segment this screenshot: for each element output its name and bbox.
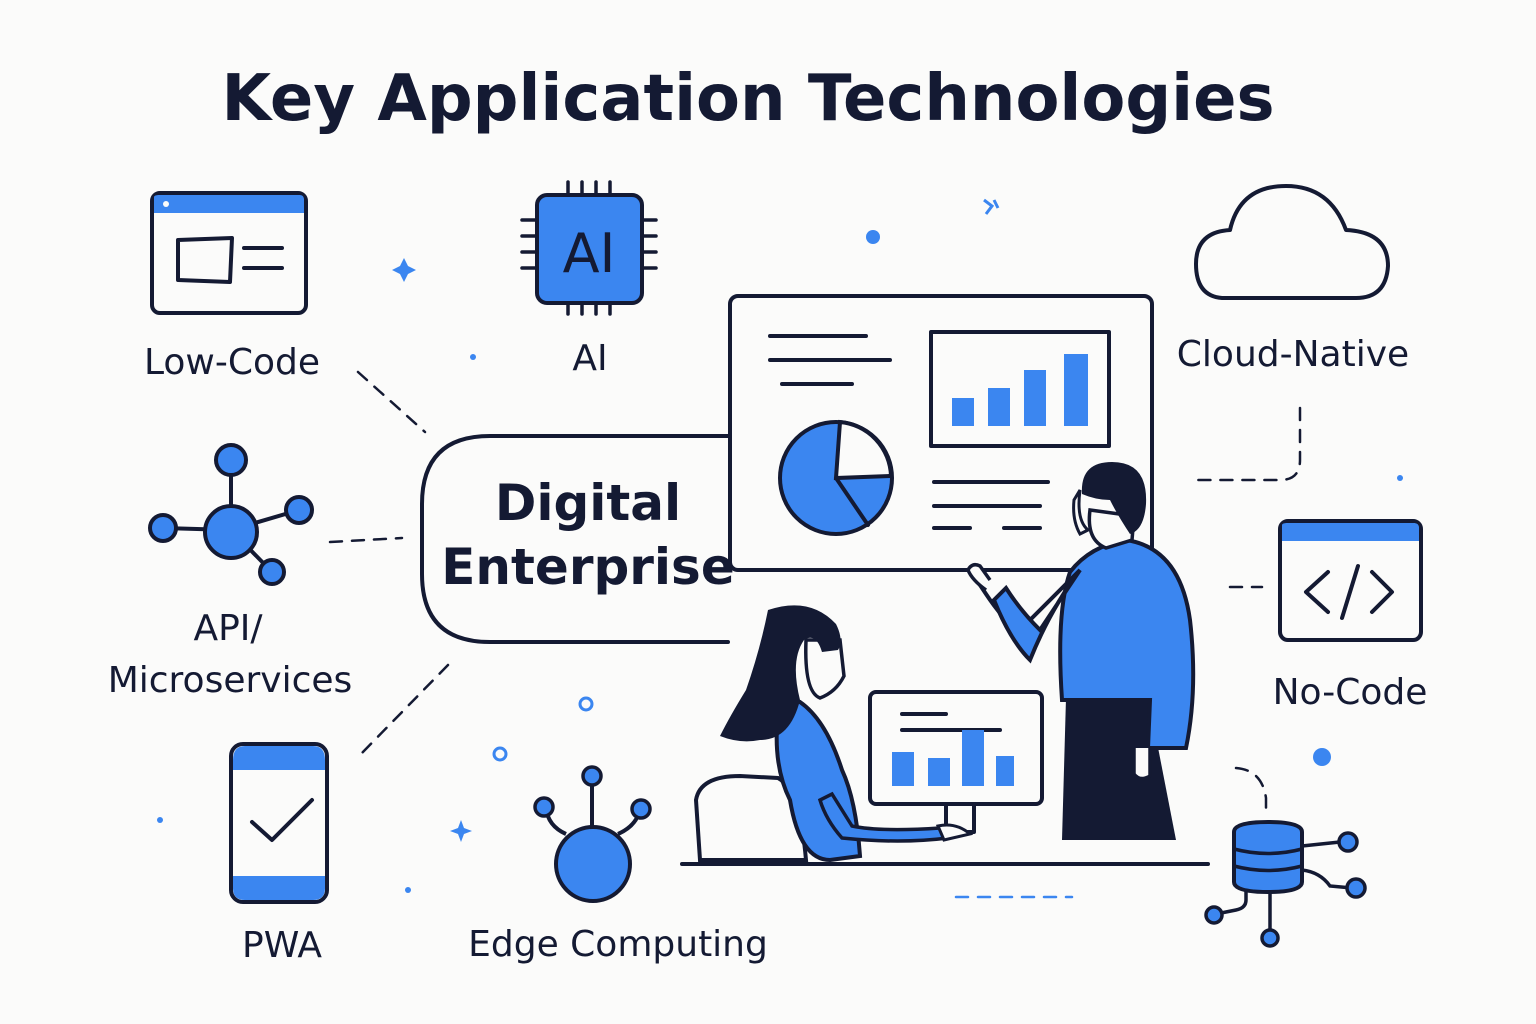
dot-icon [578,696,594,712]
database-network-icon [1204,819,1367,948]
board-bar [1064,354,1088,426]
presentation-board [728,294,1154,572]
dot-icon [1397,475,1403,481]
code-window-icon [1278,519,1423,642]
cloud-native-label: Cloud-Native [1177,334,1409,375]
monitor-bar [928,758,950,786]
board-bar [1024,370,1046,426]
dot-icon [492,746,508,762]
network-nodes-icon [148,443,314,586]
dot-icon [470,354,476,360]
sparkle-icon [450,820,472,842]
workstation-scene [680,605,1210,866]
chip-icon: AI [520,180,658,316]
dot-icon [866,230,880,244]
no-code-label: No-Code [1273,672,1428,713]
presenter-figure [966,462,1196,840]
api-label-line1: API/ [193,608,263,649]
monitor-bar [996,756,1014,786]
board-bar [952,398,974,426]
ai-label: AI [572,338,607,379]
monitor-bar [892,752,914,786]
edge-computing-label: Edge Computing [468,924,768,965]
pwa-label: PWA [242,925,322,966]
board-bar [988,388,1010,426]
sparkle-icon [392,258,416,282]
decorative-sparkles [157,198,1403,893]
hub-title-line2: Enterprise [441,538,734,596]
woman-hair [720,605,841,742]
dot-icon [157,817,163,823]
sparkle-icon [983,198,1000,215]
phone-check-icon [229,742,329,904]
low-code-label: Low-Code [144,342,320,383]
api-label-line2: Microservices [108,660,353,701]
edge-node-icon [533,765,652,903]
digital-enterprise-hub: Digital Enterprise [420,434,735,644]
monitor [868,690,1044,806]
connector-lines [328,370,1302,899]
dot-icon [1313,748,1331,766]
cloud-icon [1194,184,1390,300]
hub-title-line1: Digital [495,474,681,532]
browser-window-icon [150,191,308,315]
dot-icon [405,887,411,893]
chip-text: AI [563,222,616,285]
diagram-title: Key Application Technologies [221,62,1274,136]
monitor-bar [962,730,984,786]
